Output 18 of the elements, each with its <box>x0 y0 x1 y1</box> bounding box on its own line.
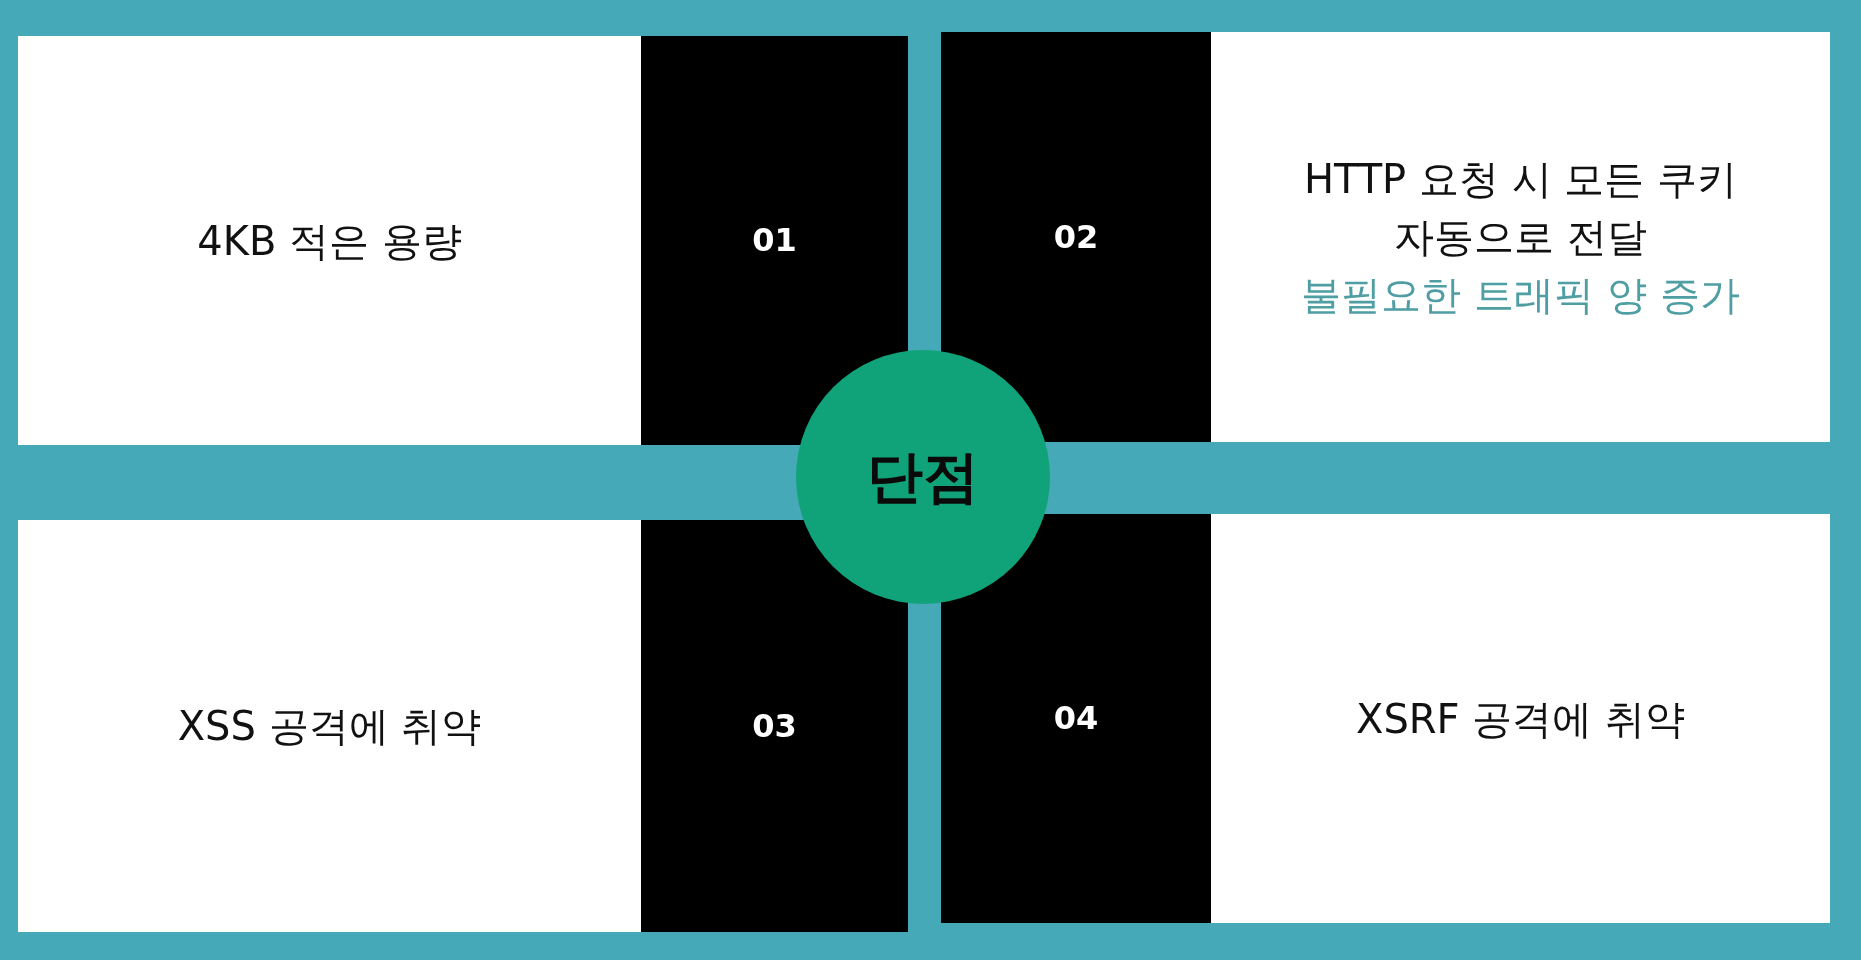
panel-text: XSS 공격에 취약 <box>177 702 482 751</box>
number-strip <box>941 32 1211 442</box>
number-strip <box>941 514 1211 923</box>
text-panel <box>1211 32 1830 442</box>
panel-text: 4KB 적은 용량 <box>197 216 462 266</box>
panel-text: XSRF 공격에 취약 <box>1356 694 1685 744</box>
text-panel <box>1211 514 1830 923</box>
step-number: 03 <box>752 705 797 747</box>
panel-text: HTTP 요청 시 모든 쿠키 자동으로 전달 <box>1302 155 1739 262</box>
panel-text: 불필요한 트래픽 양 증가 <box>1301 271 1740 320</box>
step-number: 01 <box>752 220 797 262</box>
text-panel <box>18 520 641 932</box>
number-strip <box>641 36 908 445</box>
circle-title: 단점 <box>867 443 979 512</box>
step-number: 04 <box>1053 698 1099 740</box>
step-number: 02 <box>1053 216 1099 258</box>
text-panel <box>18 36 641 445</box>
number-strip <box>641 520 908 932</box>
